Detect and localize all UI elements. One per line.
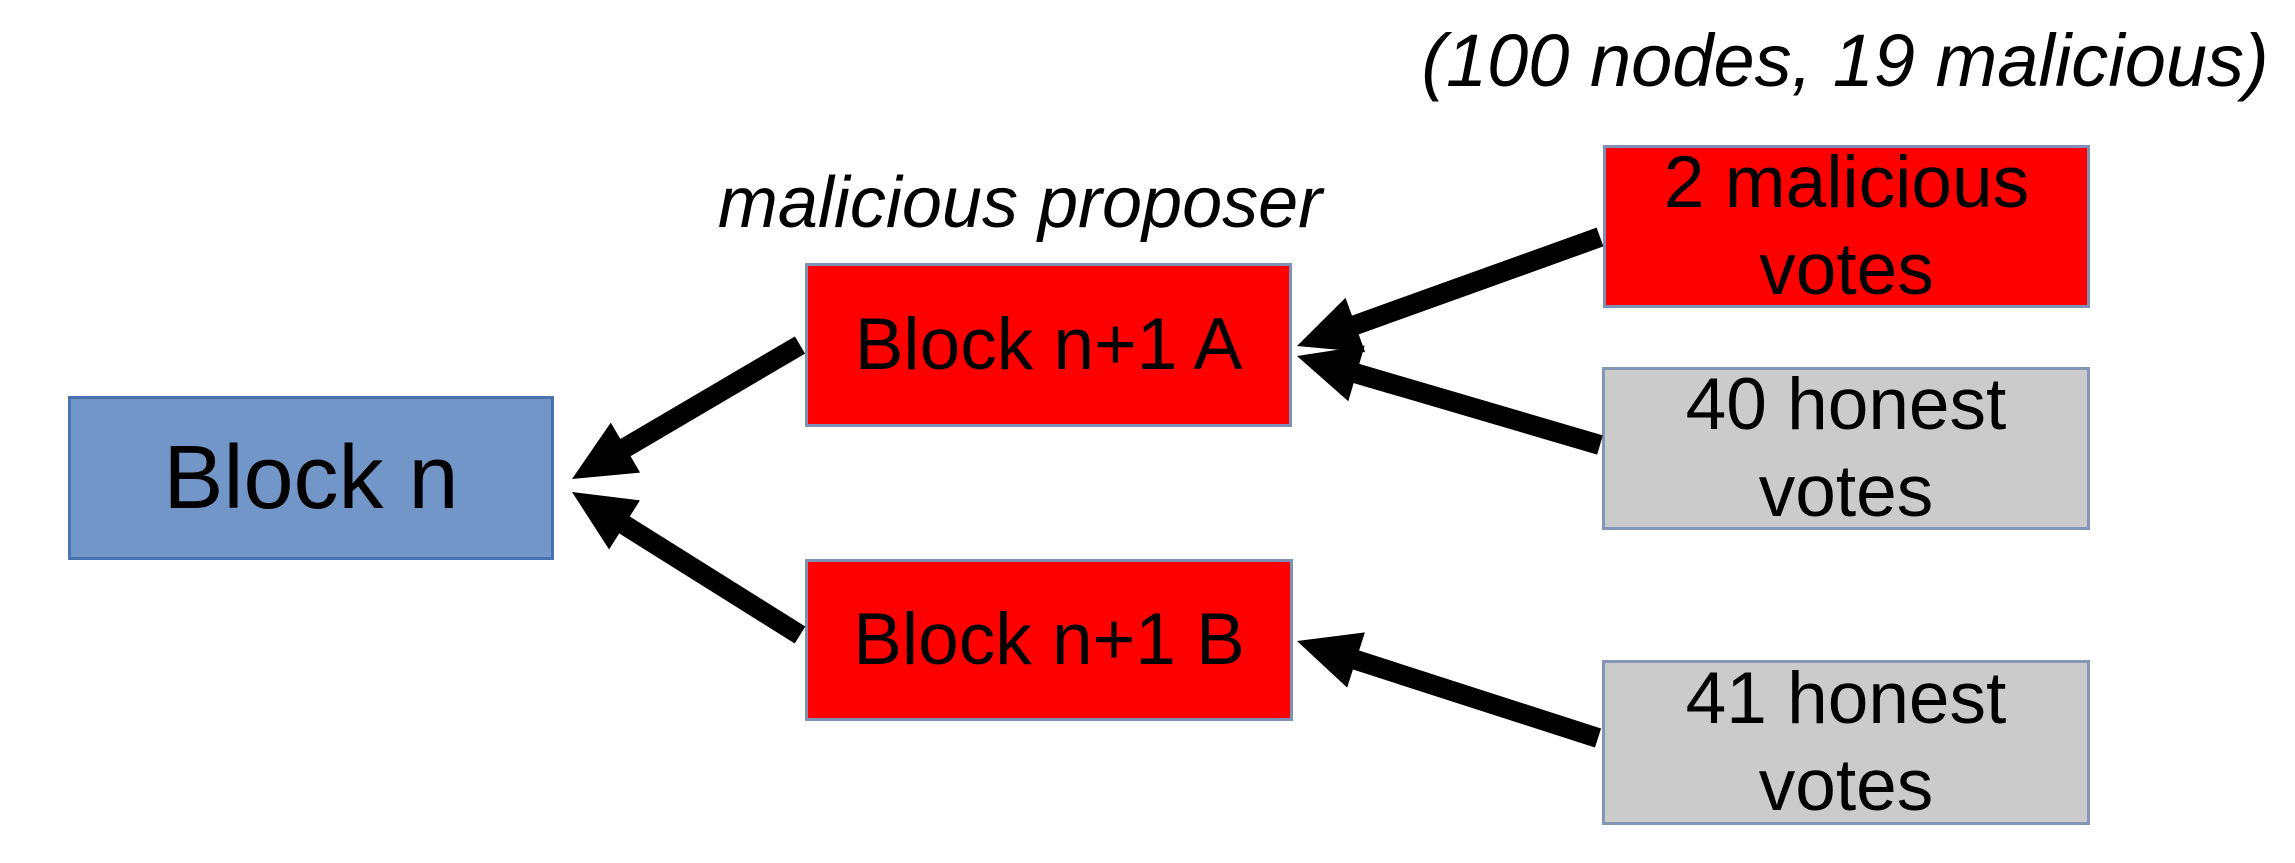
block-n1-a-node: Block n+1 A xyxy=(805,263,1292,427)
nodes-summary-label: (100 nodes, 19 malicious) xyxy=(1421,19,2269,102)
block-n1-b-node: Block n+1 B xyxy=(805,559,1293,721)
arrow-block-n1-a-to-block-n xyxy=(572,336,806,479)
arrow-honest-votes-40-to-block-n1-a xyxy=(1297,345,1603,455)
arrow-malicious-votes-to-block-n1-a xyxy=(1297,227,1604,353)
malicious-votes-node: 2 malicious votes xyxy=(1603,142,2090,310)
arrow-block-n1-b-to-block-n xyxy=(572,492,806,644)
arrow-honest-votes-41-to-block-n1-b xyxy=(1297,632,1602,748)
block-n-node: Block n xyxy=(68,396,554,560)
honest-votes-40-node: 40 honest votes xyxy=(1602,364,2090,532)
malicious-proposer-label: malicious proposer xyxy=(717,163,1323,243)
honest-votes-41-node: 41 honest votes xyxy=(1602,658,2090,826)
